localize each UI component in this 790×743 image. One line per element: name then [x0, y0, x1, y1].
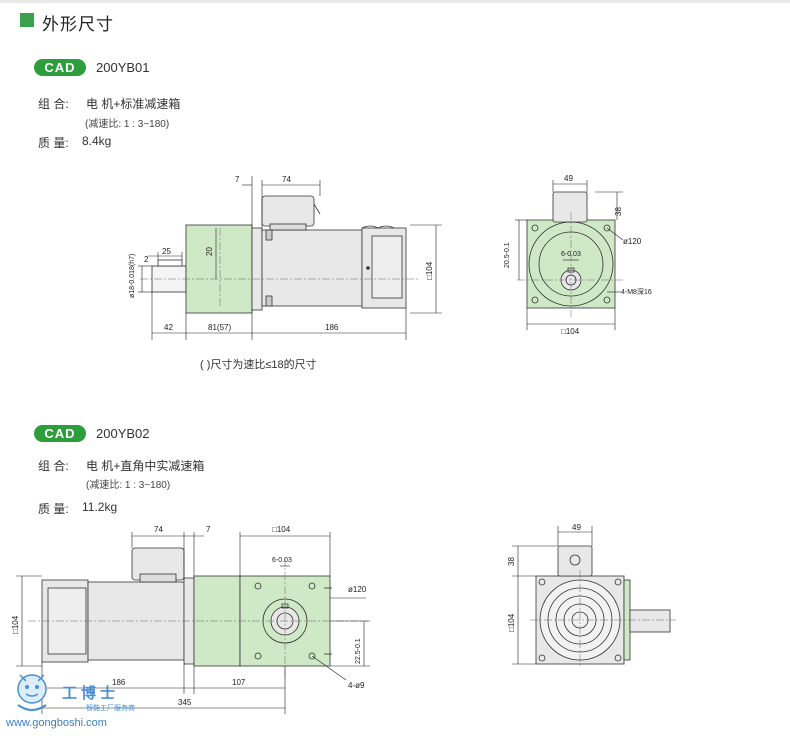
dim2-7: 7 [206, 525, 211, 534]
dim2-dia120: ø120 [348, 585, 367, 594]
dim-74: 74 [282, 175, 291, 184]
dim-2: 2 [144, 255, 149, 264]
dim2-345: 345 [178, 698, 192, 707]
front-dim-49: 49 [564, 174, 573, 183]
end-dim-104: □104 [507, 613, 516, 632]
weight-value-1: 8.4kg [82, 134, 112, 148]
end-dim-49: 49 [572, 523, 581, 532]
dim2-74: 74 [154, 525, 163, 534]
composition-label-1: 组 合: [38, 97, 69, 111]
front-dim-38: 38 [614, 207, 623, 216]
front-dim-key: 6-0.03 [561, 251, 581, 258]
composition-value-2: 电 机+直角中实减速箱 [86, 459, 205, 473]
dim2-107: 107 [232, 678, 246, 687]
dim-81: 81(57) [208, 323, 231, 332]
composition-label-2: 组 合: [38, 459, 69, 473]
dim-104: □104 [425, 261, 434, 280]
model-name-1: 200YB01 [96, 60, 150, 75]
drawing-2-side-view: 74 7 □104 6-0.03 ø120 22.5-0.1 □104 186 … [11, 525, 370, 714]
drawing-1-front-view: 49 38 20.5-0.1 6-0.03 ø120 4-M8深16 □104 [504, 174, 652, 336]
cad-badge-1[interactable]: CAD [34, 59, 86, 76]
weight-label-2: 质 量: [38, 502, 69, 516]
ratio-note-2: (减速比: 1 : 3~180) [86, 480, 171, 491]
weight-label-1: 质 量: [38, 136, 69, 150]
dim-7: 7 [235, 175, 240, 184]
model-name-2: 200YB02 [96, 426, 150, 441]
front-dim-dia120: ø120 [623, 237, 642, 246]
section-title: 外形尺寸 [42, 15, 114, 34]
dim2-key: 6-0.03 [272, 557, 292, 564]
dim-25: 25 [162, 247, 171, 256]
dim2-22-5: 22.5-0.1 [355, 638, 362, 664]
dim-20: 20 [205, 247, 214, 256]
watermark-url[interactable]: www.gongboshi.com [6, 717, 107, 729]
caption-1: ( )尺寸为速比≤18的尺寸 [200, 359, 317, 371]
composition-value-1: 电 机+标准减速箱 [86, 97, 181, 111]
front-dim-holes: 4-M8深16 [621, 287, 652, 296]
end-dim-38: 38 [507, 557, 516, 566]
dim-shaft-dia: ø18-0.018(h7) [129, 254, 136, 298]
dim2-186: 186 [112, 678, 126, 687]
ratio-note-1: (减速比: 1 : 3~180) [85, 119, 170, 130]
front-dim-20-5: 20.5-0.1 [504, 242, 511, 268]
cad-badge-2[interactable]: CAD [34, 425, 86, 442]
drawing-1-side-view: 7 74 2 25 20 42 81(57) 186 □104 ø18-0.01… [129, 175, 442, 340]
watermark-logo-icon [17, 674, 47, 711]
drawing-2-end-view: 49 38 □104 [507, 523, 676, 668]
dim2-104-left: □104 [11, 615, 20, 634]
front-dim-104: □104 [561, 327, 580, 336]
top-divider [0, 0, 790, 3]
dim-42: 42 [164, 323, 173, 332]
section-marker [20, 13, 34, 27]
dim2-104-top: □104 [272, 525, 291, 534]
weight-value-2: 11.2kg [82, 500, 118, 514]
watermark-name: 工博士 [62, 685, 120, 702]
dim2-holes: 4-ø9 [348, 681, 365, 690]
watermark-sub: 智能工厂服务商 [86, 705, 135, 712]
dim-186: 186 [325, 323, 339, 332]
